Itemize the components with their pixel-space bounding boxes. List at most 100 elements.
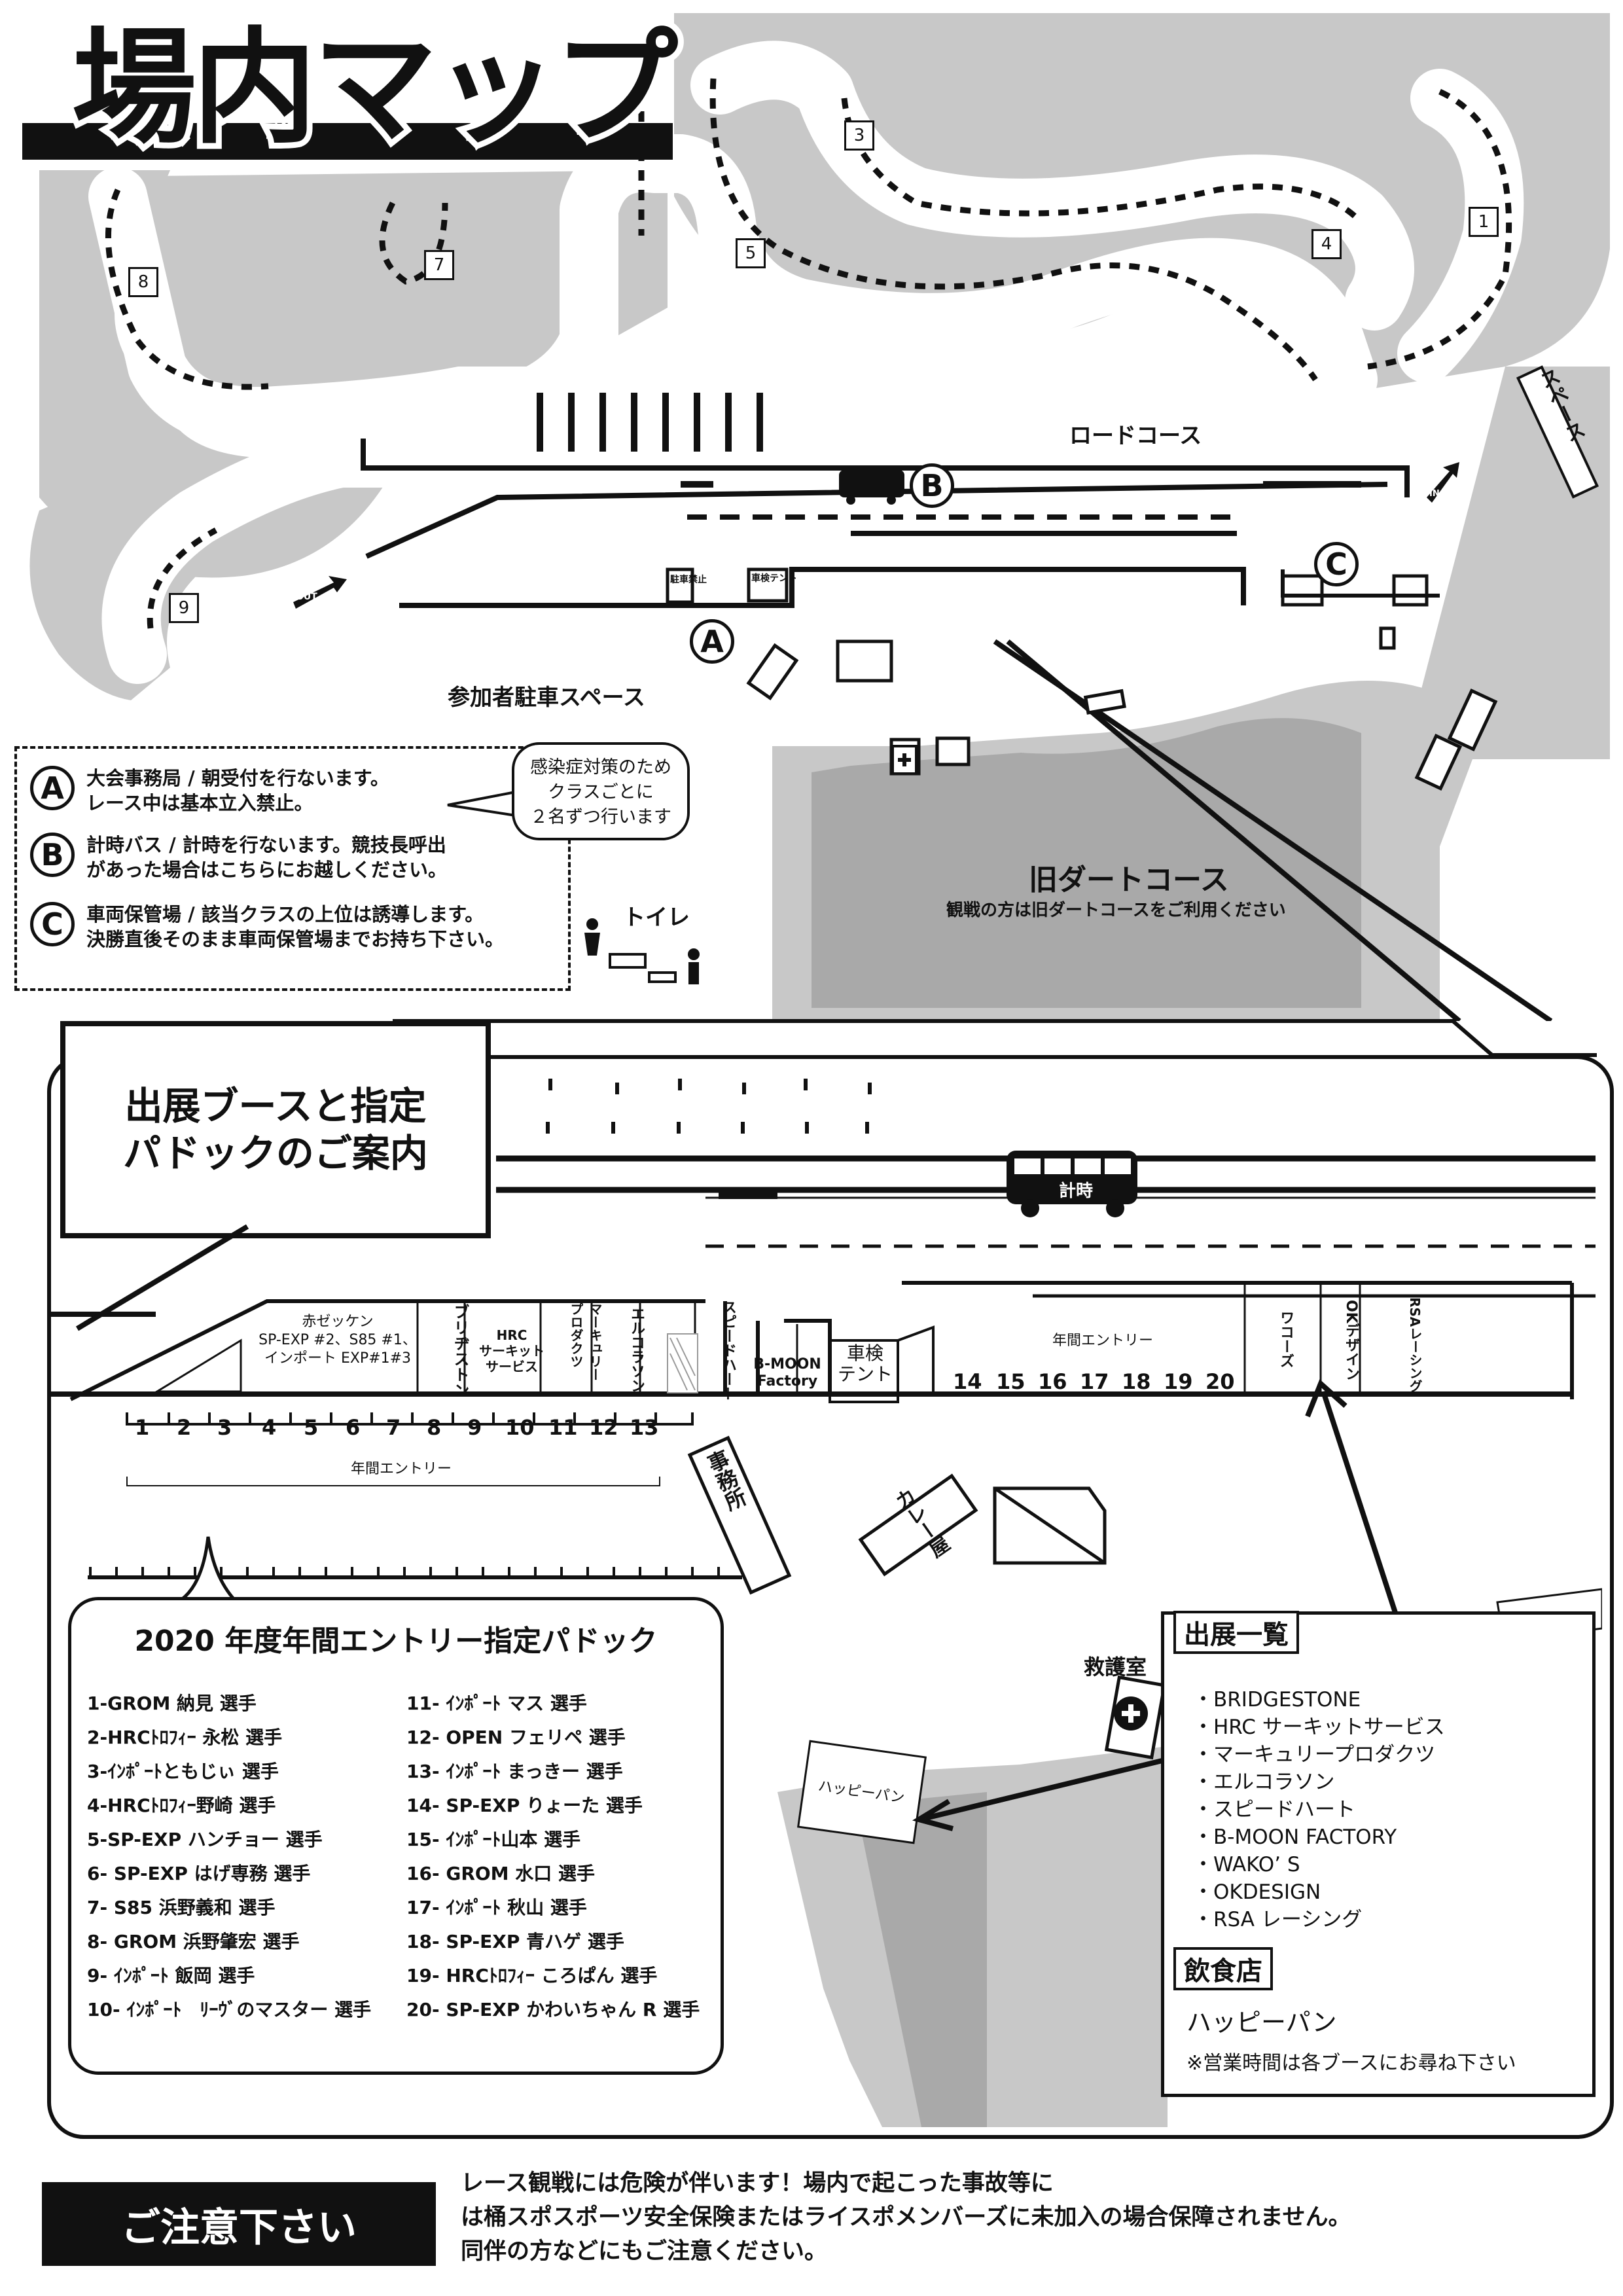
kensa-tent-label: 車検テント: [751, 573, 797, 584]
entry-left-1: 1-GROM 納見 選手: [87, 1693, 257, 1714]
entry-right-11: 11- ｲﾝﾎﾟｰﾄ マス 選手: [406, 1693, 587, 1714]
annual-bracket-left: [126, 1477, 660, 1486]
food-note: ※営業時間は各ブースにお尋ね下さい: [1186, 2052, 1516, 2075]
pit-lines: [361, 439, 1410, 608]
paddock-number: 5: [304, 1415, 319, 1440]
happy-pan-sign-box: [796, 1740, 927, 1844]
booth-rsa: RSAレーシング: [1407, 1297, 1423, 1393]
old-dirt-course-label: 旧ダートコース: [1029, 863, 1229, 897]
legend-text-c: 車両保管場 / 該当クラスの上位は誘導します。 決勝直後そのまま車両保管場までお…: [86, 903, 505, 950]
exhibitor-item: ・マーキュリープロダクツ: [1193, 1743, 1436, 1767]
paddock-number: 10: [505, 1415, 535, 1440]
small-labels: 駐車禁止 車検テント: [670, 573, 797, 585]
first-aid-label: 救護室: [1084, 1655, 1147, 1679]
point-a-marker: A: [690, 619, 734, 664]
booth-bmoon: B-MOON Factory: [753, 1356, 821, 1390]
exhibitor-list-box: 出展一覧 ・BRIDGESTONE ・HRC サーキットサービス ・マーキュリー…: [1161, 1611, 1596, 2097]
legend-badge-a: A: [30, 766, 75, 810]
paddock-number: 11: [548, 1415, 578, 1440]
exhibitor-heading: 出展一覧: [1173, 1611, 1299, 1654]
paddock-ruler-left: [126, 1412, 694, 1426]
legend-text-b: 計時バス / 計時を行ないます。競技長呼出 があった場合はこちらにお越しください…: [86, 834, 448, 881]
timing-bus-detail: 計時: [1007, 1151, 1137, 1217]
paddock-number: 18: [1122, 1369, 1151, 1394]
entry-left-7: 7- S85 浜野義和 選手: [87, 1897, 276, 1918]
annual-entry-label-right: 年間エントリー: [1052, 1333, 1154, 1349]
paddock-number: 1: [135, 1415, 150, 1440]
exhibitor-item: ・エルコラソン: [1193, 1770, 1335, 1794]
kensa-tent-detail: 車検 テント: [837, 1342, 893, 1385]
booth-bridgestone: ブリヂストン: [451, 1304, 469, 1398]
exhibitor-item: ・RSA レーシング: [1193, 1908, 1363, 1931]
corner-marker-7: 7: [424, 250, 454, 280]
paddock-number: 15: [996, 1369, 1026, 1394]
first-aid-marker-top: [891, 745, 918, 775]
legend-row-b: B 計時バス / 計時を行ないます。競技長呼出 があった場合はこちらにお越しくだ…: [30, 833, 447, 882]
toilet-area: [584, 918, 700, 984]
annual-entry-title: 2020 年度年間エントリー指定パドック: [134, 1624, 658, 1658]
arrows: [912, 1379, 1399, 1831]
legend-row-c: C 車両保管場 / 該当クラスの上位は誘導します。 決勝直後そのまま車両保管場ま…: [30, 902, 504, 952]
booth-guide-title: 出展ブースと指定 パドックのご案内: [60, 1021, 491, 1238]
entry-right-15: 15- ｲﾝﾎﾟｰﾄ山本 選手: [406, 1829, 581, 1850]
entry-right-18: 18- SP-EXP 青ハゲ 選手: [406, 1931, 624, 1952]
start-line-detail: [719, 1187, 777, 1199]
detail-top-ticks: [546, 1079, 872, 1134]
corner-marker-5: 5: [736, 238, 766, 268]
paddock-number: 16: [1038, 1369, 1067, 1394]
paddock-number: 2: [177, 1415, 192, 1440]
infection-control-bubble: 感染症対策のため クラスごとに ２名ずつ行います: [512, 742, 690, 840]
entry-left-10: 10- ｲﾝﾎﾟｰﾄ ﾘｰｳﾞのマスター 選手: [87, 1999, 372, 2020]
food-item: ハッピーパン: [1186, 2008, 1337, 2037]
corner-marker-8: 8: [128, 267, 158, 297]
exhibitor-item: ・HRC サーキットサービス: [1193, 1715, 1445, 1739]
corner-marker-9: 9: [169, 593, 199, 623]
paddock-number: 7: [386, 1415, 401, 1440]
legend-badge-b: B: [30, 833, 75, 877]
title-underline: [22, 123, 673, 160]
entry-left-3: 3-ｲﾝﾎﾟｰﾄともじぃ 選手: [87, 1761, 279, 1782]
booth-okdesign: OKデザイン: [1343, 1300, 1359, 1381]
entry-left-6: 6- SP-EXP はげ専務 選手: [87, 1863, 311, 1884]
in-arrow: IN: [1427, 462, 1459, 503]
paddock-number: 19: [1164, 1369, 1193, 1394]
road-course-label: ロードコース: [1069, 423, 1202, 449]
kensa-tent-detail-shape: [829, 1325, 935, 1403]
food-heading: 飲食店: [1173, 1947, 1273, 1990]
paddock-number: 14: [953, 1369, 982, 1394]
paddock-number: 12: [589, 1415, 618, 1440]
exhibitor-item: ・OKDESIGN: [1193, 1880, 1321, 1904]
booth-elcorazon: エルコラソン: [628, 1306, 645, 1393]
booth-mercury: マーキュリー プロダクツ: [568, 1302, 603, 1381]
paddock-number: 3: [217, 1415, 232, 1440]
entry-right-16: 16- GROM 水口 選手: [406, 1863, 596, 1884]
entry-right-20: 20- SP-EXP かわいちゃん R 選手: [406, 1999, 700, 2020]
booth-hrc: HRC サーキット サービス: [479, 1327, 544, 1374]
entry-right-17: 17- ｲﾝﾎﾟｰﾄ 秋山 選手: [406, 1897, 587, 1918]
corner-marker-4: 4: [1311, 229, 1342, 259]
old-dirt-course-note: 観戦の方は旧ダートコースをご利用ください: [946, 901, 1286, 920]
start-line: [681, 481, 713, 488]
legend-row-a: A 大会事務局 / 朝受付を行ないます。 レース中は基本立入禁止。: [30, 766, 389, 816]
caution-heading: ご注意下さい: [42, 2182, 436, 2266]
grandstand-marks: [537, 393, 763, 452]
entry-left-8: 8- GROM 浜野肇宏 選手: [87, 1931, 300, 1952]
vehicle-storage-c: [1281, 569, 1440, 598]
first-aid-detail: [1104, 1675, 1167, 1760]
paddock-number: 13: [630, 1415, 659, 1440]
legend-text-a: 大会事務局 / 朝受付を行ないます。 レース中は基本立入禁止。: [86, 767, 389, 814]
bus-label: 計時: [1059, 1181, 1093, 1201]
red-zekken-label: 赤ゼッケン SP-EXP #2、S85 #1、 インポート EXP#1#3: [259, 1314, 417, 1367]
participant-parking-label: 参加者駐車スペース: [448, 685, 645, 711]
paddock-number: 8: [427, 1415, 442, 1440]
corner-marker-3: 3: [844, 120, 874, 151]
paddock-number: 20: [1205, 1369, 1235, 1394]
booth-dividers: [416, 1301, 798, 1394]
point-c-marker: C: [1314, 542, 1359, 586]
out-arrow: OUT: [293, 576, 347, 609]
in-label: IN: [1429, 489, 1440, 499]
corner-marker-1: 1: [1469, 207, 1499, 237]
caution-text: レース観戦には危険が伴います！場内で起こった事故等に は桶スポスポーツ安全保険ま…: [461, 2170, 1351, 2265]
out-label: OUT: [296, 592, 317, 602]
paddock-number: 17: [1080, 1369, 1109, 1394]
